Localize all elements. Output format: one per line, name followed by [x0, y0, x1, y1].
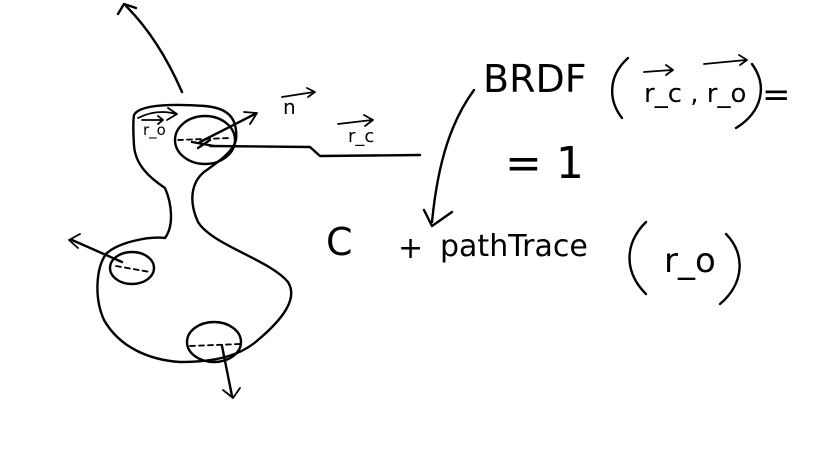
label-r-o-small-arrow [141, 115, 164, 125]
left-sample-dash [115, 265, 151, 273]
formula-path-trace: pathTrace [440, 229, 588, 264]
formula-constant: C [326, 220, 353, 264]
normal-vector-head [243, 111, 258, 125]
formula-curve-arrow-head [422, 208, 454, 228]
formula-brdf-args: r_c , r_o [644, 79, 746, 109]
incoming-small-arrow [137, 111, 177, 119]
pointer-line [208, 144, 422, 158]
outgoing-arrow-top-left-head [116, 2, 138, 16]
normal-vector-line [198, 112, 257, 144]
label-n-arrow [281, 87, 316, 98]
label-r-c: r_c [348, 126, 374, 147]
incoming-small-arrow-head [166, 107, 178, 121]
left-outgoing-arrow-head [68, 233, 81, 249]
shading-point-circle [173, 114, 237, 166]
formula-brdf: BRDF [483, 57, 587, 101]
formula-plus: + [398, 231, 423, 266]
label-r-o-small: r_o [143, 121, 166, 140]
left-outgoing-arrow [70, 238, 124, 264]
shading-point-dash [177, 137, 231, 141]
formula-arg-arrow-1 [643, 64, 674, 76]
formula-equals: = [762, 75, 791, 115]
formula-arg-arrow-2 [703, 54, 748, 66]
formula-path-trace-arg: r_o [664, 241, 716, 281]
formula-second-line: = 1 [505, 138, 584, 189]
formula-curve-arrow [430, 88, 476, 224]
formula-open-paren [610, 56, 630, 120]
bottom-outgoing-arrow [220, 344, 234, 398]
formula-path-trace-close-paren [718, 232, 741, 306]
bottom-sample-circle [185, 320, 243, 364]
label-r-c-arrow [337, 114, 374, 127]
bottom-sample-dash [189, 343, 241, 347]
formula-close-paren [734, 62, 762, 130]
label-n: n [283, 95, 296, 119]
bottom-outgoing-arrow-head [222, 387, 241, 399]
outgoing-arrow-top-left [124, 4, 184, 94]
left-sample-circle [108, 250, 156, 286]
formula-path-trace-open-paren [628, 220, 648, 296]
